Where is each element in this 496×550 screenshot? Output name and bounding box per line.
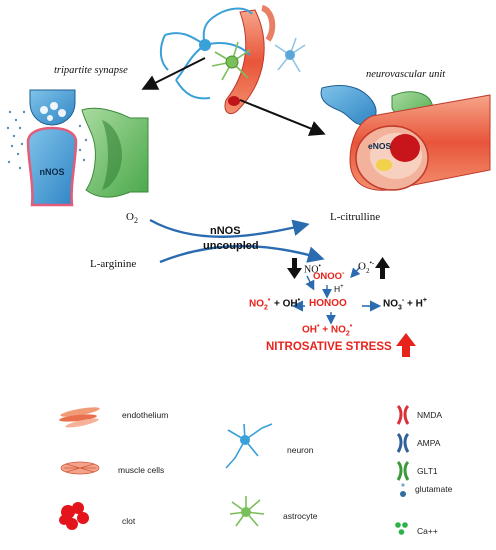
nnos-pathway-label: nNOS bbox=[210, 225, 241, 237]
arrow-to-synapse bbox=[141, 57, 206, 90]
legend-calcium-label: Ca++ bbox=[417, 526, 438, 536]
no-decrease-arrow bbox=[287, 258, 302, 279]
endothelium-icon bbox=[59, 407, 100, 428]
nmda-icon bbox=[396, 404, 410, 425]
nitric-oxide-label: NO• bbox=[304, 262, 321, 276]
top-cells-illustration bbox=[159, 5, 306, 115]
legend-astrocyte-label: astrocyte bbox=[283, 511, 318, 521]
uncoupled-label: uncoupled bbox=[203, 240, 259, 252]
astrocyte-legend-icon bbox=[229, 496, 265, 527]
legend-muscle-cells-label: muscle cells bbox=[118, 465, 165, 475]
calcium-icon bbox=[395, 522, 408, 535]
legend-ampa-label: AMPA bbox=[417, 438, 441, 448]
neuron-legend-icon bbox=[225, 423, 273, 469]
legend-nmda-label: NMDA bbox=[417, 410, 443, 420]
l-citrulline-label: L-citrulline bbox=[330, 211, 381, 223]
legend-neuron-label: neuron bbox=[287, 445, 314, 455]
oh-no2-products-label: OH• + NO2• bbox=[302, 323, 353, 338]
arginine-to-uncoupled-curve bbox=[159, 245, 325, 264]
no2-radical-label: NO2• bbox=[249, 297, 271, 312]
arrow-to-neurovascular bbox=[239, 99, 326, 136]
arrow-no-to-onoo bbox=[305, 275, 315, 291]
nitrosative-stress-label: NITROSATIVE STRESS bbox=[266, 341, 392, 353]
neurovascular-unit-label: neurovascular unit bbox=[366, 69, 446, 80]
honoo-label: HONOO bbox=[309, 298, 347, 309]
nnos-synapse-label: nNOS bbox=[39, 167, 64, 177]
tripartite-synapse-label: tripartite synapse bbox=[54, 65, 128, 76]
nitrate-label: NO3- + H+ bbox=[383, 297, 427, 312]
enos-label: eNOS bbox=[368, 141, 391, 151]
o2-to-citrulline-curve bbox=[149, 218, 310, 238]
neurovascular-unit-illustration: eNOS bbox=[320, 85, 491, 191]
nitrosative-stress-increase-arrow bbox=[396, 333, 416, 357]
superoxide-increase-arrow bbox=[375, 257, 390, 279]
l-arginine-label: L-arginine bbox=[90, 258, 137, 270]
tripartite-synapse-illustration: nNOS bbox=[6, 89, 149, 207]
muscle-cells-icon bbox=[60, 461, 100, 475]
ampa-icon bbox=[396, 432, 410, 453]
h-plus-label: H+ bbox=[334, 284, 344, 294]
peroxynitrite-label: ONOO- bbox=[313, 270, 345, 283]
superoxide-label: O2•- bbox=[358, 259, 375, 275]
oh-left-label: + OH• bbox=[274, 297, 301, 310]
legend-glutamate-label: glutamate bbox=[415, 484, 453, 494]
glt1-icon bbox=[396, 460, 410, 481]
legend-clot-label: clot bbox=[122, 516, 136, 526]
arrow-superoxide-to-onoo bbox=[350, 266, 361, 279]
legend-endothelium-label: endothelium bbox=[122, 410, 169, 420]
nnos-pathway bbox=[149, 218, 325, 264]
clot-icon bbox=[59, 502, 89, 530]
legend-glt1-label: GLT1 bbox=[417, 466, 438, 476]
glutamate-icon bbox=[400, 483, 406, 497]
o2-label: O2 bbox=[126, 211, 138, 226]
